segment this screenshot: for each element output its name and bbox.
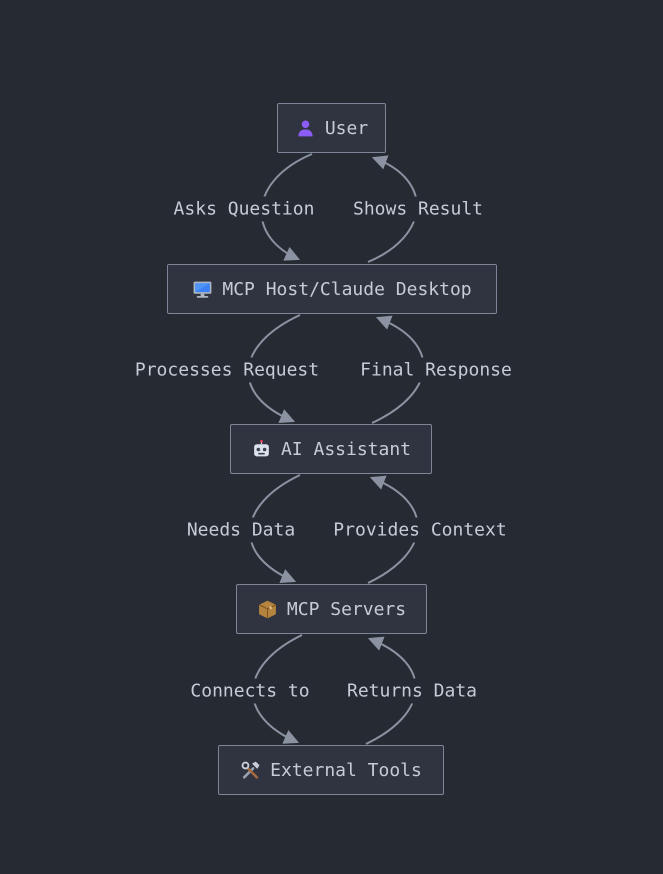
- edge-label-returns-data: Returns Data: [341, 678, 483, 704]
- hammer-wrench-icon: [240, 760, 261, 781]
- desktop-computer-icon: [192, 279, 213, 300]
- robot-icon: [251, 439, 272, 460]
- edge-label-asks-question: Asks Question: [168, 196, 320, 222]
- user-icon: [295, 118, 316, 139]
- node-mcp-host: MCP Host/Claude Desktop: [167, 264, 497, 314]
- edge-label-needs-data: Needs Data: [181, 517, 301, 543]
- node-label: MCP Host/Claude Desktop: [222, 278, 472, 300]
- edge-label-connects-to: Connects to: [185, 678, 315, 704]
- node-label: MCP Servers: [286, 598, 407, 620]
- node-ai-assistant: AI Assistant: [230, 424, 432, 474]
- edge-label-shows-result: Shows Result: [347, 196, 489, 222]
- node-user: User: [277, 103, 386, 153]
- edge-label-processes-request: Processes Request: [129, 357, 325, 383]
- package-icon: [257, 599, 278, 620]
- edge-label-final-response: Final Response: [355, 357, 517, 383]
- node-label: External Tools: [270, 759, 422, 781]
- edge-label-provides-context: Provides Context: [328, 517, 512, 543]
- node-external-tools: External Tools: [218, 745, 444, 795]
- node-label: AI Assistant: [280, 438, 412, 460]
- node-mcp-servers: MCP Servers: [236, 584, 427, 634]
- node-label: User: [324, 117, 369, 139]
